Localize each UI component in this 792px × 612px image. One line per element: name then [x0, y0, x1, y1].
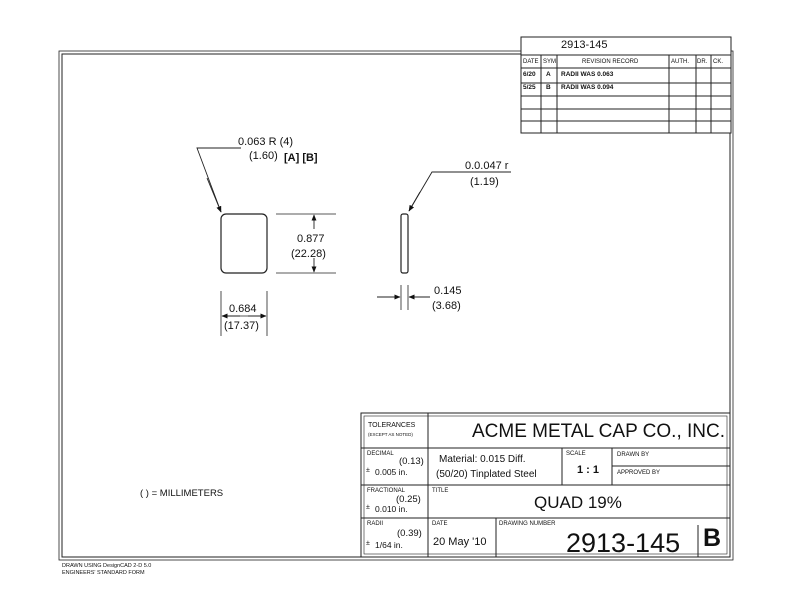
title-label: TITLE — [432, 488, 449, 494]
width-dimension: 0.684 — [229, 303, 257, 315]
fractional-tolerance-mm: (0.25) — [396, 494, 421, 505]
decimal-tolerance-mm: (0.13) — [399, 456, 424, 467]
fractional-label: FRACTIONAL — [367, 488, 406, 494]
decimal-label: DECIMAL — [367, 451, 394, 457]
date-label: DATE — [432, 521, 448, 527]
rev-row-date: 6/20 — [523, 71, 536, 78]
decimal-tolerance: 0.005 in. — [375, 467, 408, 477]
rev-row-record: RADII WAS 0.094 — [561, 84, 614, 91]
rev-header-dr: DR. — [697, 59, 708, 65]
revision-drawing-number: 2913-145 — [561, 39, 608, 51]
revision-markers: [A] [B] — [284, 152, 318, 164]
drawing-number: 2913-145 — [566, 528, 681, 558]
approved-by-label: APPROVED BY — [617, 470, 661, 476]
rev-header-date: DATE — [523, 59, 539, 65]
radii-tolerance: 1/64 in. — [375, 540, 403, 550]
except-noted-label: (EXCEPT AS NOTED) — [368, 432, 413, 437]
footer-software: DRAWN USING DesignCAD 2-D 5.0 — [62, 563, 152, 569]
thickness-dimension: 0.145 — [434, 285, 462, 297]
footer-form: ENGINEERS' STANDARD FORM — [62, 570, 145, 576]
plusminus-sign: ± — [366, 540, 370, 547]
drawn-by-label: DRAWN BY — [617, 452, 650, 458]
rev-row-record: RADII WAS 0.063 — [561, 71, 614, 78]
rev-row-sym: B — [546, 84, 551, 91]
material-line-2: (50/20) Tinplated Steel — [436, 469, 537, 480]
scale-label: SCALE — [566, 451, 586, 457]
plusminus-sign: ± — [366, 467, 370, 474]
fractional-tolerance: 0.010 in. — [375, 504, 408, 514]
rev-header-auth: AUTH. — [671, 59, 689, 65]
radii-label: RADII — [367, 521, 384, 527]
edge-radius-dimension-mm: (1.19) — [470, 176, 499, 188]
rev-row-sym: A — [546, 71, 551, 78]
radius-dimension-mm: (1.60) — [249, 150, 278, 162]
plusminus-sign: ± — [366, 504, 370, 511]
part-front-view — [220, 213, 268, 274]
revision-letter: B — [703, 524, 722, 552]
rev-header-sym: SYM — [543, 59, 557, 65]
thickness-dimension-mm: (3.68) — [432, 300, 461, 312]
material-line-1: Material: 0.015 Diff. — [439, 454, 526, 465]
radii-tolerance-mm: (0.39) — [397, 528, 422, 539]
scale-value: 1 : 1 — [577, 464, 600, 476]
drawing-number-label: DRAWING NUMBER — [499, 521, 556, 527]
width-dimension-mm: (17.37) — [224, 320, 259, 332]
rev-row-date: 5/25 — [523, 84, 536, 91]
company-name: ACME METAL CAP CO., INC. — [472, 421, 726, 442]
drawing-date: 20 May '10 — [433, 536, 487, 548]
revision-table — [520, 36, 732, 134]
rev-header-ck: CK. — [713, 59, 724, 65]
rev-header-record: REVISION RECORD — [582, 59, 639, 65]
tolerances-label: TOLERANCES — [368, 422, 416, 429]
millimeters-note: ( ) = MILLIMETERS — [140, 488, 224, 499]
part-side-view — [400, 213, 409, 274]
radius-dimension: 0.063 R (4) — [238, 136, 294, 148]
height-dimension: 0.877 — [297, 233, 325, 245]
height-dimension-mm: (22.28) — [291, 248, 326, 260]
drawing-title: QUAD 19% — [534, 493, 622, 512]
edge-radius-dimension: 0.0.047 r — [465, 160, 509, 172]
